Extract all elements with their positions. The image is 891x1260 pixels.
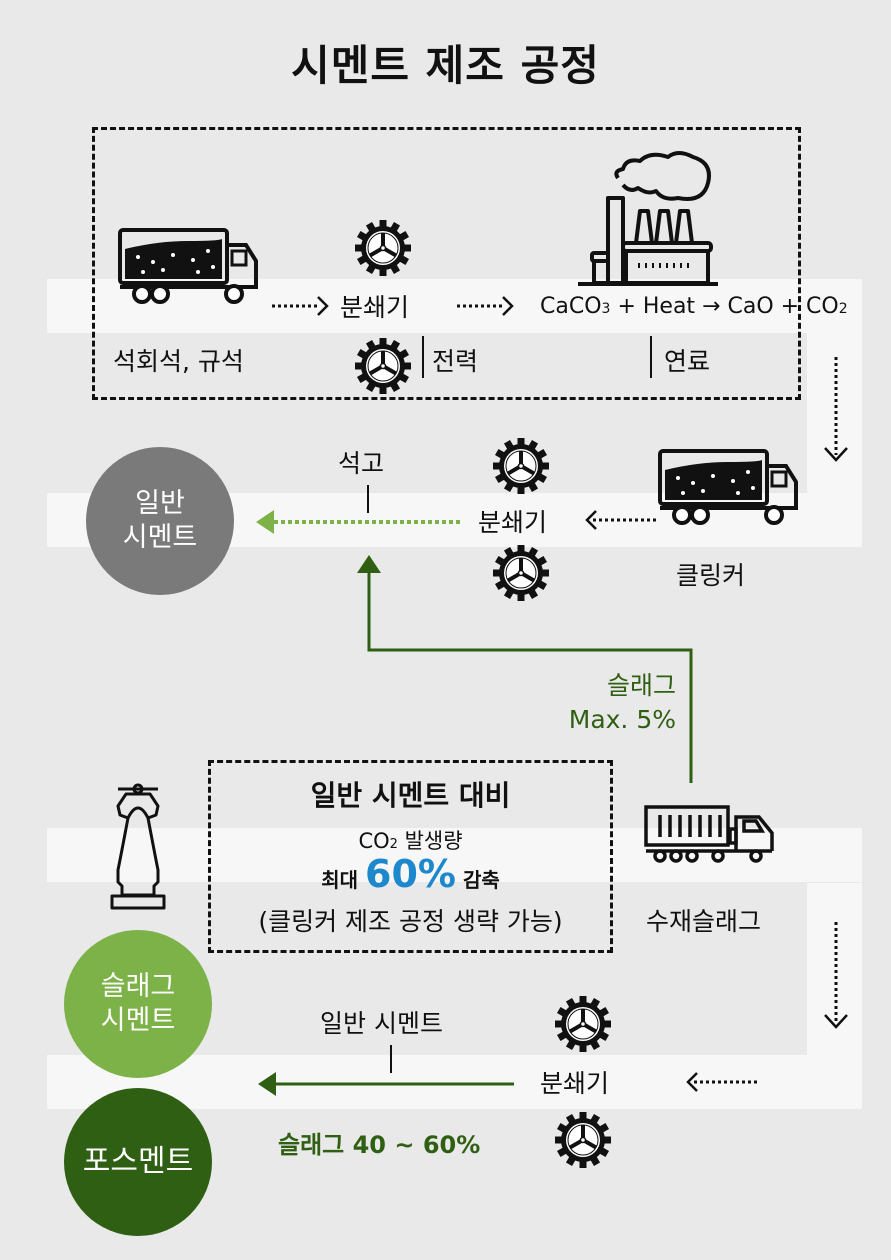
clinker-label: 클링커 <box>676 561 746 590</box>
dotted-arrow-right-icon <box>457 296 514 316</box>
gear-icon <box>493 438 549 494</box>
co2-comparison-box <box>208 760 613 953</box>
green-arrow-left-icon <box>258 1072 514 1096</box>
crusher-label-3: 분쇄기 <box>540 1069 610 1098</box>
divider <box>422 336 424 378</box>
divider <box>390 1045 392 1073</box>
raw-material-process-box <box>92 127 801 400</box>
factory-icon <box>578 151 718 286</box>
calcination-formula: CaCO3 + Heat → CaO + CO2 <box>540 294 848 319</box>
truck-icon <box>118 228 258 304</box>
comparison-title: 일반 시멘트 대비 <box>310 779 511 812</box>
dotted-arrow-down-icon <box>824 922 848 1029</box>
slag-feed-arrow-icon <box>357 555 693 783</box>
page-title: 시멘트 제조 공정 <box>291 41 600 90</box>
dotted-arrow-right-icon <box>272 296 329 316</box>
crusher-label-1: 분쇄기 <box>340 293 410 322</box>
co2-emission-line: CO2 발생량 <box>358 829 463 853</box>
divider <box>367 485 369 513</box>
gear-icon <box>555 996 611 1052</box>
posment-circle: 포스멘트 <box>64 1088 212 1236</box>
gear-icon <box>493 545 549 601</box>
granulated-slag-label: 수재슬래그 <box>646 907 762 936</box>
reduction-percent: 60% <box>365 852 456 896</box>
divider <box>650 336 652 378</box>
slag-feed-label: 슬래그 <box>606 671 676 700</box>
gear-icon <box>555 1112 611 1168</box>
container-truck-icon <box>644 805 774 863</box>
fuel-label: 연료 <box>664 347 711 376</box>
gypsum-label: 석고 <box>338 449 385 478</box>
crusher-label-2: 분쇄기 <box>478 508 548 537</box>
slag-ratio-label: 슬래그 40 ~ 60% <box>278 1131 481 1159</box>
dotted-arrow-left-icon <box>585 510 659 530</box>
slag-feed-max: Max. 5% <box>568 705 676 734</box>
truck-icon <box>658 449 798 525</box>
dotted-arrow-left-icon <box>686 1072 760 1092</box>
reduction-line: 최대 60% 감축 <box>321 852 500 896</box>
gear-icon <box>355 220 411 276</box>
green-dotted-arrow-left-icon <box>256 510 462 534</box>
comparison-note: (클링커 제조 공정 생략 가능) <box>258 907 563 936</box>
gear-icon <box>355 338 411 394</box>
blast-furnace-icon <box>110 783 166 910</box>
flow-band-3 <box>47 828 862 882</box>
raw-material-label: 석회석, 규석 <box>113 347 244 376</box>
general-cement-label: 일반 시멘트 <box>320 1009 443 1038</box>
dotted-arrow-down-icon <box>824 357 848 462</box>
power-label: 전력 <box>432 347 479 376</box>
